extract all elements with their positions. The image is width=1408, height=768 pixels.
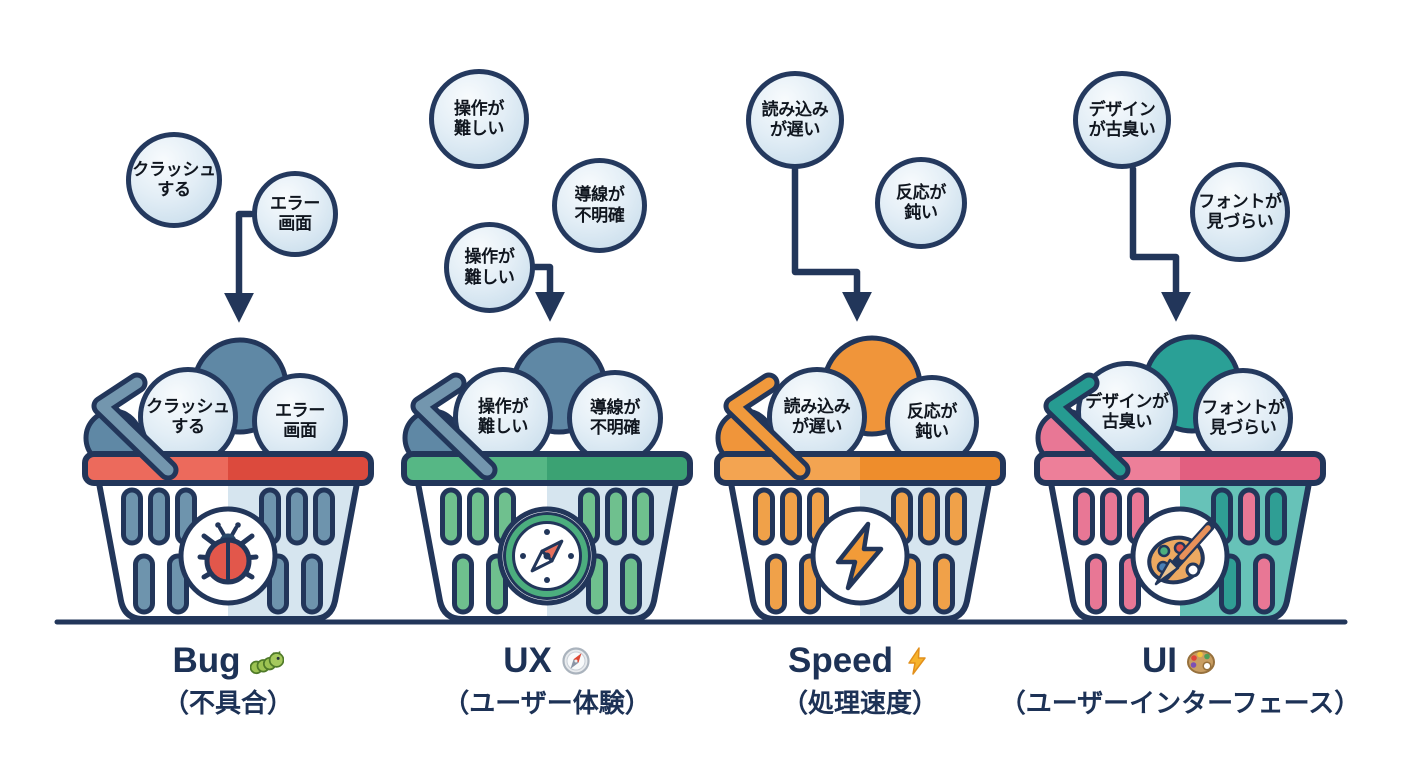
basket-slots <box>440 487 654 615</box>
category-subtitle: （ユーザーインターフェース） <box>999 688 1361 718</box>
category-subtitle: （ユーザー体験） <box>443 688 651 718</box>
bubble-text-line: 難しい <box>453 119 505 138</box>
basket-bubble: 反応が 鈍い <box>885 375 979 469</box>
zap-emoji-icon <box>908 647 926 675</box>
basket-bubble: クラッシュ する <box>138 367 238 467</box>
bubble-text-line: 鈍い <box>915 422 949 441</box>
basket-bubble: フォントが 見づらい <box>1193 368 1293 468</box>
floating-bubble: エラー 画面 <box>252 171 338 257</box>
bubble-text-line: 鈍い <box>904 203 938 222</box>
bubble-text-line: フォントが <box>1198 191 1282 211</box>
basket-ball <box>715 408 775 468</box>
basket-body <box>731 483 989 619</box>
floating-bubble: 操作が 難しい <box>429 69 529 169</box>
basket-body <box>418 483 676 619</box>
bubble-text-line: が遅い <box>791 417 843 436</box>
badge-circle <box>810 506 910 606</box>
bubble-text-line: 導線が <box>574 185 625 205</box>
category-title-text: Speed <box>787 641 894 680</box>
basket-bubble: 操作が 難しい <box>453 367 553 467</box>
bubble-text-line: 画面 <box>283 421 317 440</box>
basket-ball <box>402 408 462 468</box>
caterpillar-icon <box>249 651 284 675</box>
bubble-text-line: クラッシュ <box>132 159 216 179</box>
bubble-text-line: 不明確 <box>589 418 641 437</box>
basket-ball <box>83 408 143 468</box>
basket-body <box>99 483 357 619</box>
basket-bubble: デザインが 古臭い <box>1076 361 1178 463</box>
floating-bubble: クラッシュ する <box>126 132 222 228</box>
bubble-text-line: する <box>157 180 191 199</box>
category-label-ui: UI （ユーザーインターフェース） <box>980 641 1380 720</box>
palette-icon <box>1147 521 1215 586</box>
bubble-text-line: クラッシュ <box>146 396 230 416</box>
ladybug-icon <box>197 522 259 585</box>
bubble-text-line: する <box>171 417 205 436</box>
lightning-icon <box>835 521 884 591</box>
compass-icon <box>503 512 591 600</box>
basket-slots <box>121 487 335 615</box>
bubble-text-line: 導線が <box>589 397 641 417</box>
category-label-bug: Bug （不具合） <box>28 641 428 720</box>
badge-circle <box>1130 506 1230 606</box>
bubble-text-line: 反応が <box>906 401 958 421</box>
bubble-text-line: 見づらい <box>1206 212 1274 231</box>
category-label-ux: UX （ユーザー体験） <box>347 641 747 720</box>
sorting-arrow <box>1129 165 1191 322</box>
floating-bubble: 操作が 難しい <box>444 222 535 313</box>
basket-bubble: 読み込み が遅い <box>767 367 867 467</box>
bubble-text-line: 読み込み <box>783 396 851 416</box>
category-title: UX <box>347 641 747 681</box>
basket-slots <box>753 487 967 615</box>
sorting-arrow <box>224 210 255 323</box>
bubble-text-line: 画面 <box>278 214 312 233</box>
floating-bubble: フォントが 見づらい <box>1190 162 1290 262</box>
bubble-text-line: フォントが <box>1201 397 1285 417</box>
category-title: UI <box>980 641 1380 681</box>
floating-bubble: 読み込み が遅い <box>746 71 844 169</box>
category-subtitle: （処理速度） <box>781 688 938 718</box>
floating-bubble: 反応が 鈍い <box>875 157 967 249</box>
category-title-text: UI <box>1142 641 1177 680</box>
category-title: Speed <box>660 641 1060 681</box>
bubble-text-line: 不明確 <box>574 205 625 225</box>
category-label-speed: Speed （処理速度） <box>660 641 1060 720</box>
floating-bubble: デザイン が古臭い <box>1073 71 1171 169</box>
compass-emoji-icon <box>562 647 590 675</box>
sorting-arrow <box>530 263 565 322</box>
basket-rim <box>404 454 690 483</box>
bubble-text-line: が古臭い <box>1088 120 1156 139</box>
category-subtitle: （不具合） <box>162 688 293 718</box>
bubble-text-line: 古臭い <box>1101 412 1153 431</box>
bubble-text-line: 読み込み <box>761 99 829 119</box>
bubble-text-line: デザイン <box>1088 99 1156 119</box>
category-title-text: UX <box>503 641 552 680</box>
category-title-text: Bug <box>172 641 241 680</box>
bubble-text-line: 操作が <box>477 396 529 416</box>
basket-rim <box>1037 454 1323 483</box>
bubble-text-line: エラー <box>274 400 326 420</box>
basket-body <box>1051 483 1309 619</box>
basket-bubble: エラー 画面 <box>252 373 348 469</box>
sorting-arrow <box>791 165 872 322</box>
badge-circle <box>497 506 597 606</box>
bubble-text-line: エラー <box>269 193 321 213</box>
bubble-text-line: 難しい <box>477 417 529 436</box>
bubble-text-line: デザインが <box>1085 391 1169 411</box>
bubble-text-line: 反応が <box>895 182 947 202</box>
badge-circle <box>178 506 278 606</box>
category-title: Bug <box>28 641 428 681</box>
floating-bubble: 導線が 不明確 <box>552 158 647 253</box>
basket-slots <box>1073 487 1287 615</box>
bubble-text-line: が遅い <box>769 120 821 139</box>
bubble-text-line: 操作が <box>464 247 515 267</box>
bubble-text-line: 難しい <box>464 267 515 287</box>
basket-bubble: 導線が 不明確 <box>567 370 663 466</box>
bubble-text-line: 見づらい <box>1209 418 1277 437</box>
palette-emoji-icon <box>1187 650 1215 674</box>
bubble-text-line: 操作が <box>453 98 505 118</box>
